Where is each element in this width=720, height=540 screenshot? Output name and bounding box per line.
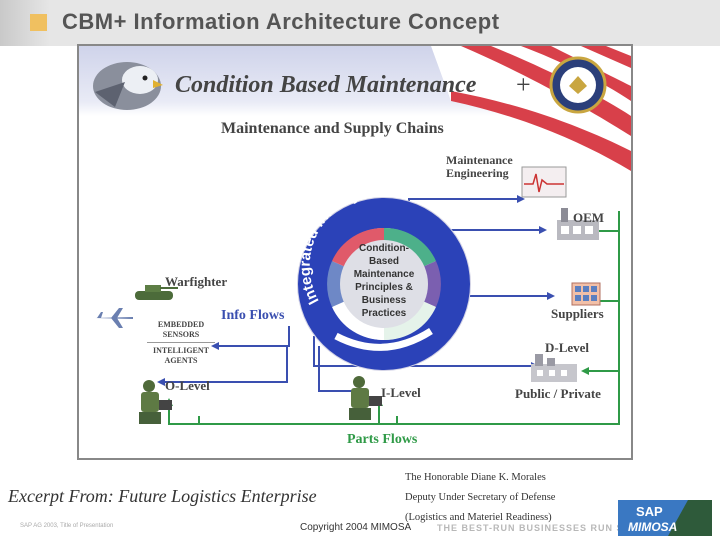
sensors-line-4: AGENTS xyxy=(164,356,198,365)
maint-eng-line-2: Engineering xyxy=(446,166,509,180)
dod-seal-icon xyxy=(549,56,607,114)
oem-factory-icon xyxy=(557,208,599,240)
info-flows-label: Info Flows xyxy=(221,308,285,323)
sap-small-note: SAP AG 2003, Title of Presentation xyxy=(20,523,114,529)
logo-sap-text: SAP xyxy=(636,504,663,519)
sensors-line-3: INTELLIGENT xyxy=(152,346,210,355)
maintenance-engineering-label: Maintenance Engineering xyxy=(446,154,513,180)
banner-title: Condition Based Maintenance xyxy=(175,72,477,98)
oem-label: OEM xyxy=(573,210,605,225)
banner-plus: + xyxy=(516,70,531,99)
integrated-info-system-ring: Integrated Info System xyxy=(297,191,471,371)
author-credit: The Honorable Diane K. Morales Deputy Un… xyxy=(405,468,555,528)
sensors-line-2: SENSORS xyxy=(147,330,215,343)
title-bullet-square xyxy=(30,14,47,31)
logo-mimosa-text: MIMOSA xyxy=(628,520,677,534)
center-line-5: Business xyxy=(361,295,407,306)
o-level-technician-icon xyxy=(139,380,172,424)
credit-line-1: The Honorable Diane K. Morales xyxy=(405,472,546,483)
sensors-line-1: EMBEDDED xyxy=(157,320,205,329)
center-principles-text: Condition- Based Maintenance Principles … xyxy=(334,242,434,320)
parts-flows-label: Parts Flows xyxy=(347,432,418,447)
center-line-6: Practices xyxy=(361,308,407,319)
center-line-2: Based xyxy=(368,256,399,267)
public-private-label: Public / Private xyxy=(515,386,601,401)
eagle-icon xyxy=(93,62,163,110)
credit-line-3: (Logistics and Materiel Readiness) xyxy=(405,512,552,523)
d-level-label: D-Level xyxy=(545,340,590,355)
diagram-subtitle: Maintenance and Supply Chains xyxy=(221,120,444,137)
i-level-label: I-Level xyxy=(381,385,421,400)
suppliers-label: Suppliers xyxy=(551,306,604,321)
sap-tagline: THE BEST-RUN BUSINESSES RUN SAP xyxy=(437,523,639,533)
copyright-text: Copyright 2004 MIMOSA xyxy=(300,522,412,533)
ekg-monitor-icon xyxy=(521,166,567,198)
sensors-agents-box: EMBEDDED SENSORS INTELLIGENT AGENTS xyxy=(145,318,217,368)
diagram-frame: Condition Based Maintenance + Maintenanc… xyxy=(77,44,633,460)
page-title: CBM+ Information Architecture Concept xyxy=(62,9,500,34)
credit-line-2: Deputy Under Secretary of Defense xyxy=(405,492,556,503)
jet-icon xyxy=(95,308,133,328)
i-level-technician-icon xyxy=(349,376,382,420)
depot-building-icon xyxy=(531,354,577,382)
sap-mimosa-logo: SAP MIMOSA xyxy=(618,500,712,536)
title-bar: CBM+ Information Architecture Concept xyxy=(0,0,720,46)
o-level-label: O-Level xyxy=(165,378,210,393)
center-line-4: Principles & xyxy=(355,282,413,293)
warfighter-label: Warfighter xyxy=(165,274,228,289)
center-line-3: Maintenance xyxy=(353,269,415,280)
center-line-1: Condition- xyxy=(359,243,409,254)
tank-icon xyxy=(135,285,178,300)
maint-eng-line-1: Maintenance xyxy=(446,153,513,167)
suppliers-building-icon xyxy=(571,282,601,306)
excerpt-caption: Excerpt From: Future Logistics Enterpris… xyxy=(8,486,317,506)
